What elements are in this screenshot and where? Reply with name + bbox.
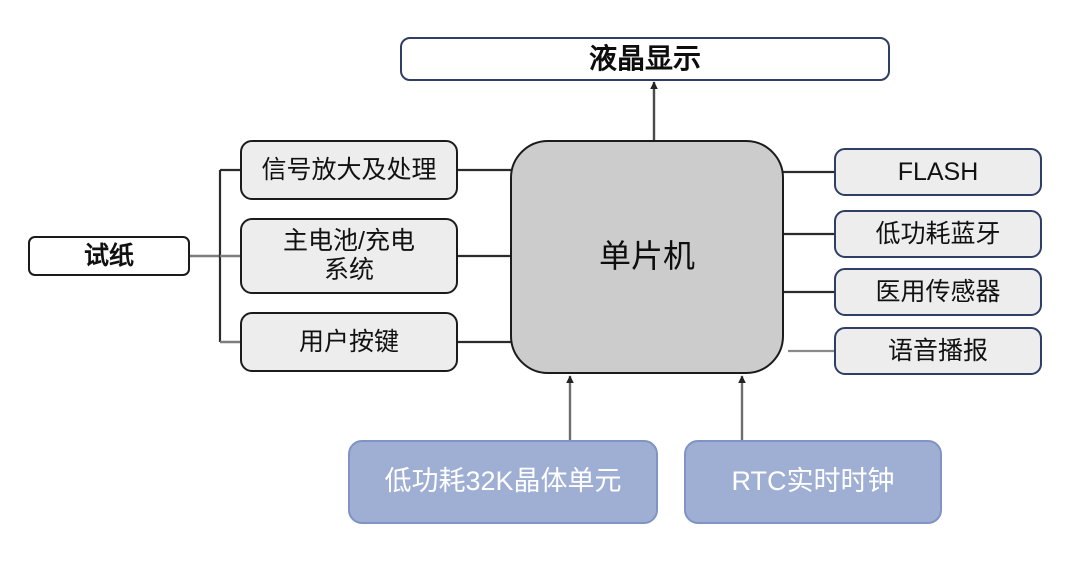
- node-voice-broadcast-label: 语音播报: [887, 336, 988, 365]
- node-lcd-display-label: 液晶显示: [588, 42, 701, 74]
- node-ble[interactable]: 低功耗蓝牙: [834, 210, 1042, 258]
- node-voice-broadcast[interactable]: 语音播报: [834, 327, 1042, 375]
- node-rtc-label: RTC实时时钟: [731, 466, 895, 497]
- node-medical-sensor-label: 医用传感器: [875, 277, 1001, 306]
- node-medical-sensor[interactable]: 医用传感器: [834, 268, 1042, 316]
- node-battery-charging[interactable]: 主电池/充电 系统: [240, 218, 458, 294]
- node-mcu-label: 单片机: [598, 238, 695, 275]
- node-low-power-crystal[interactable]: 低功耗32K晶体单元: [348, 440, 658, 524]
- node-flash-label: FLASH: [897, 157, 979, 186]
- node-signal-amplify-label: 信号放大及处理: [261, 155, 437, 184]
- node-user-keys-label: 用户按键: [298, 327, 399, 356]
- wire-left-bus: [218, 168, 240, 344]
- wire-left-to-mcu: [458, 168, 512, 344]
- node-ble-label: 低功耗蓝牙: [875, 219, 1001, 248]
- node-signal-amplify[interactable]: 信号放大及处理: [240, 140, 458, 200]
- node-low-power-crystal-label: 低功耗32K晶体单元: [384, 466, 622, 497]
- wire-mcu-to-right: [782, 170, 834, 353]
- node-user-keys[interactable]: 用户按键: [240, 312, 458, 372]
- node-mcu[interactable]: 单片机: [510, 140, 784, 374]
- node-rtc[interactable]: RTC实时时钟: [684, 440, 942, 524]
- node-test-strip-label: 试纸: [83, 241, 134, 270]
- node-test-strip[interactable]: 试纸: [28, 236, 190, 276]
- node-lcd-display[interactable]: 液晶显示: [400, 37, 890, 81]
- node-battery-charging-label: 主电池/充电 系统: [283, 227, 415, 284]
- node-flash[interactable]: FLASH: [834, 148, 1042, 196]
